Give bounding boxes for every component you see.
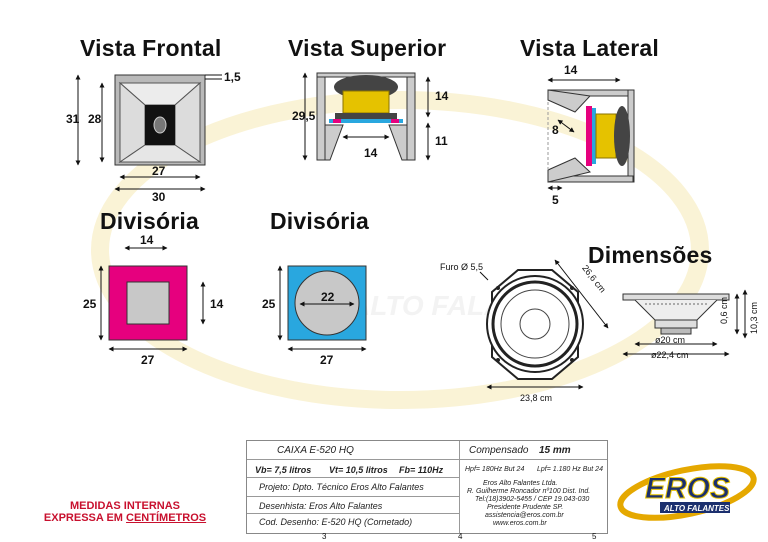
- dim-22-4: ø22,4 cm: [651, 350, 689, 360]
- note-line-2b: CENTÍMETROS: [126, 512, 207, 524]
- dim-23-8: 23,8 cm: [520, 393, 552, 403]
- medidas-internas-note: MEDIDAS INTERNAS EXPRESSA EM CENTÍMETROS: [30, 500, 220, 524]
- divisoria2-dim-27: 27: [320, 353, 334, 367]
- lateral-dim-8: 8: [552, 123, 559, 137]
- grid-marker-3: 3: [322, 532, 327, 541]
- title-divisoria-2: Divisória: [270, 208, 369, 234]
- vt-value: Vt= 10,5 litros: [329, 465, 388, 475]
- divisoria1-dim-25: 25: [83, 297, 97, 311]
- dim-26-6: 26,6 cm: [580, 263, 608, 294]
- dim-20: ø20 cm: [655, 335, 685, 345]
- frontal-dim-27: 27: [152, 164, 166, 178]
- eros-logo: EROS ALTO FALANTES: [617, 463, 757, 521]
- dim-10-3: 10,3 cm: [749, 302, 759, 334]
- title-divisoria-1: Divisória: [100, 208, 199, 234]
- vista-superior-drawing: 29,5 14 11 14: [292, 72, 449, 161]
- frontal-dim-30: 30: [152, 190, 166, 204]
- superior-dim-29-5: 29,5: [292, 109, 316, 123]
- logo-brand: EROS: [645, 472, 730, 505]
- divisoria2-dim-25: 25: [262, 297, 276, 311]
- divisoria1-dim-27: 27: [141, 353, 155, 367]
- desenhista-value: Desenhista: Eros Alto Falantes: [259, 501, 383, 511]
- grid-marker-5: 5: [592, 532, 597, 541]
- vb-value: Vb= 7,5 litros: [255, 465, 312, 475]
- note-line-1: MEDIDAS INTERNAS: [69, 500, 180, 512]
- projeto-value: Projeto: Dpto. Técnico Eros Alto Falante…: [259, 482, 424, 492]
- title-dimensoes: Dimensões: [588, 242, 713, 268]
- empresa-line-5: assistencia@eros.com.br: [485, 512, 564, 519]
- title-vista-lateral: Vista Lateral: [520, 35, 659, 61]
- empresa-line-3: Tel:(18)3902-5455 / CEP 19.043-030: [475, 496, 590, 503]
- frontal-dim-31: 31: [66, 112, 80, 126]
- caixa-label: CAIXA E-520 HQ: [277, 445, 354, 456]
- lateral-dim-14: 14: [564, 63, 578, 77]
- vista-frontal-drawing: 1,5 31 28 27 30: [66, 70, 241, 204]
- compensado-label: Compensado: [469, 445, 529, 456]
- frontal-dim-28: 28: [88, 112, 102, 126]
- superior-dim-14-right: 14: [435, 89, 449, 103]
- lpf-value: Lpf= 1.180 Hz But 24: [537, 466, 603, 473]
- divisoria1-dim-14-right: 14: [210, 297, 224, 311]
- dim-0-6: 0,6 cm: [719, 297, 729, 324]
- hpf-value: Hpf= 180Hz But 24: [465, 466, 525, 473]
- title-block: CAIXA E-520 HQ Compensado 15 mm Vb= 7,5 …: [246, 440, 608, 534]
- fb-value: Fb= 110Hz: [399, 465, 444, 475]
- compensado-value: 15 mm: [539, 445, 571, 456]
- note-line-2: EXPRESSA EM CENTÍMETROS: [30, 512, 220, 524]
- empresa-line-2: R. Guilherme Roncador nº100 Dist. Ind.: [467, 488, 591, 495]
- speaker-front-drawing: Furo Ø 5,5 26,6 cm 23,8 cm: [440, 259, 609, 403]
- superior-dim-11: 11: [435, 134, 448, 148]
- note-line-2a: EXPRESSA EM: [43, 512, 127, 524]
- divisoria-2-drawing: 22 25 27: [262, 265, 367, 367]
- divisoria-1-drawing: 14 25 14 27: [83, 233, 224, 367]
- divisoria2-dim-22: 22: [321, 290, 335, 304]
- empresa-line-1: Eros Alto Falantes Ltda.: [483, 480, 558, 487]
- empresa-line-6: www.eros.com.br: [493, 520, 547, 527]
- frontal-dim-1-5: 1,5: [224, 70, 241, 84]
- furo-label: Furo Ø 5,5: [440, 262, 483, 272]
- empresa-line-4: Presidente Prudente SP.: [487, 504, 564, 511]
- logo-sub: ALTO FALANTES: [663, 504, 730, 513]
- title-vista-superior: Vista Superior: [288, 35, 447, 61]
- vista-lateral-drawing: 14 8 5: [547, 63, 635, 207]
- grid-marker-4: 4: [458, 532, 463, 541]
- divisoria1-dim-14-top: 14: [140, 233, 154, 247]
- superior-dim-14-bottom: 14: [364, 146, 378, 160]
- lateral-dim-5: 5: [552, 193, 559, 207]
- speaker-side-drawing: 0,6 cm 10,3 cm ø20 cm ø22,4 cm: [622, 289, 759, 360]
- codigo-value: Cod. Desenho: E-520 HQ (Cornetado): [259, 517, 413, 527]
- title-vista-frontal: Vista Frontal: [80, 35, 222, 61]
